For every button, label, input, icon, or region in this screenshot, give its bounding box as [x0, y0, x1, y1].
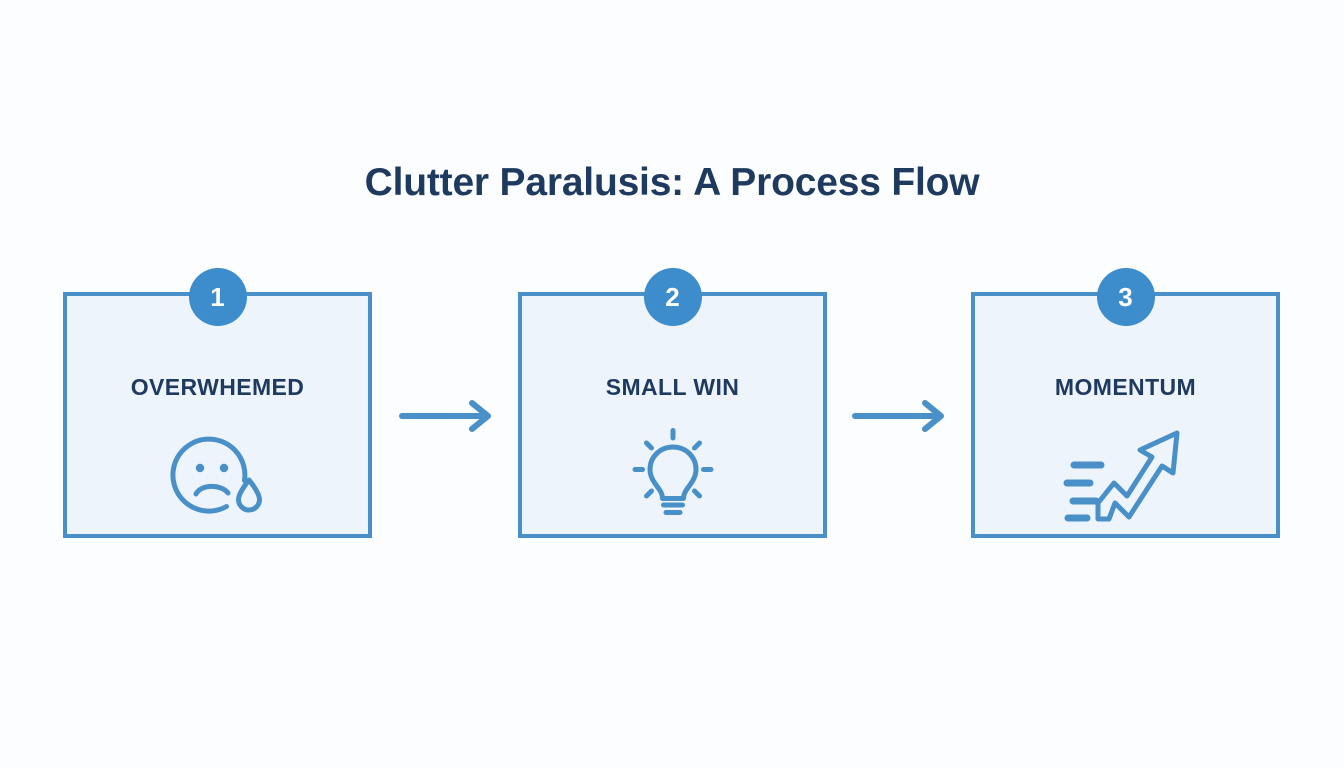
step-number-badge-2: 2: [643, 268, 702, 326]
step-box-3[interactable]: 3 MOMENTUM: [971, 268, 1280, 538]
connector-arrow-2: [849, 396, 953, 436]
step-box-1[interactable]: 1 OVERWHEMED: [63, 268, 372, 538]
arrow-right-icon: [399, 400, 491, 432]
step-label-3: MOMENTUM: [1054, 374, 1197, 400]
step-number-badge-1: 1: [188, 268, 247, 326]
sad-face-with-tear-icon: [153, 424, 283, 524]
step-label-1: OVERWHEMED: [130, 374, 305, 400]
step-label-2: SMALL WIN: [605, 374, 740, 400]
rising-arrow-icon: [1061, 424, 1191, 524]
arrow-right-icon: [852, 400, 944, 432]
connector-arrow-1: [396, 396, 500, 436]
lightbulb-icon: [608, 424, 738, 524]
step-number-badge-3: 3: [1096, 268, 1155, 326]
step-box-2[interactable]: 2 SMALL WIN: [518, 268, 827, 538]
page-title: Clutter Paralusis: A Process Flow: [364, 161, 980, 204]
